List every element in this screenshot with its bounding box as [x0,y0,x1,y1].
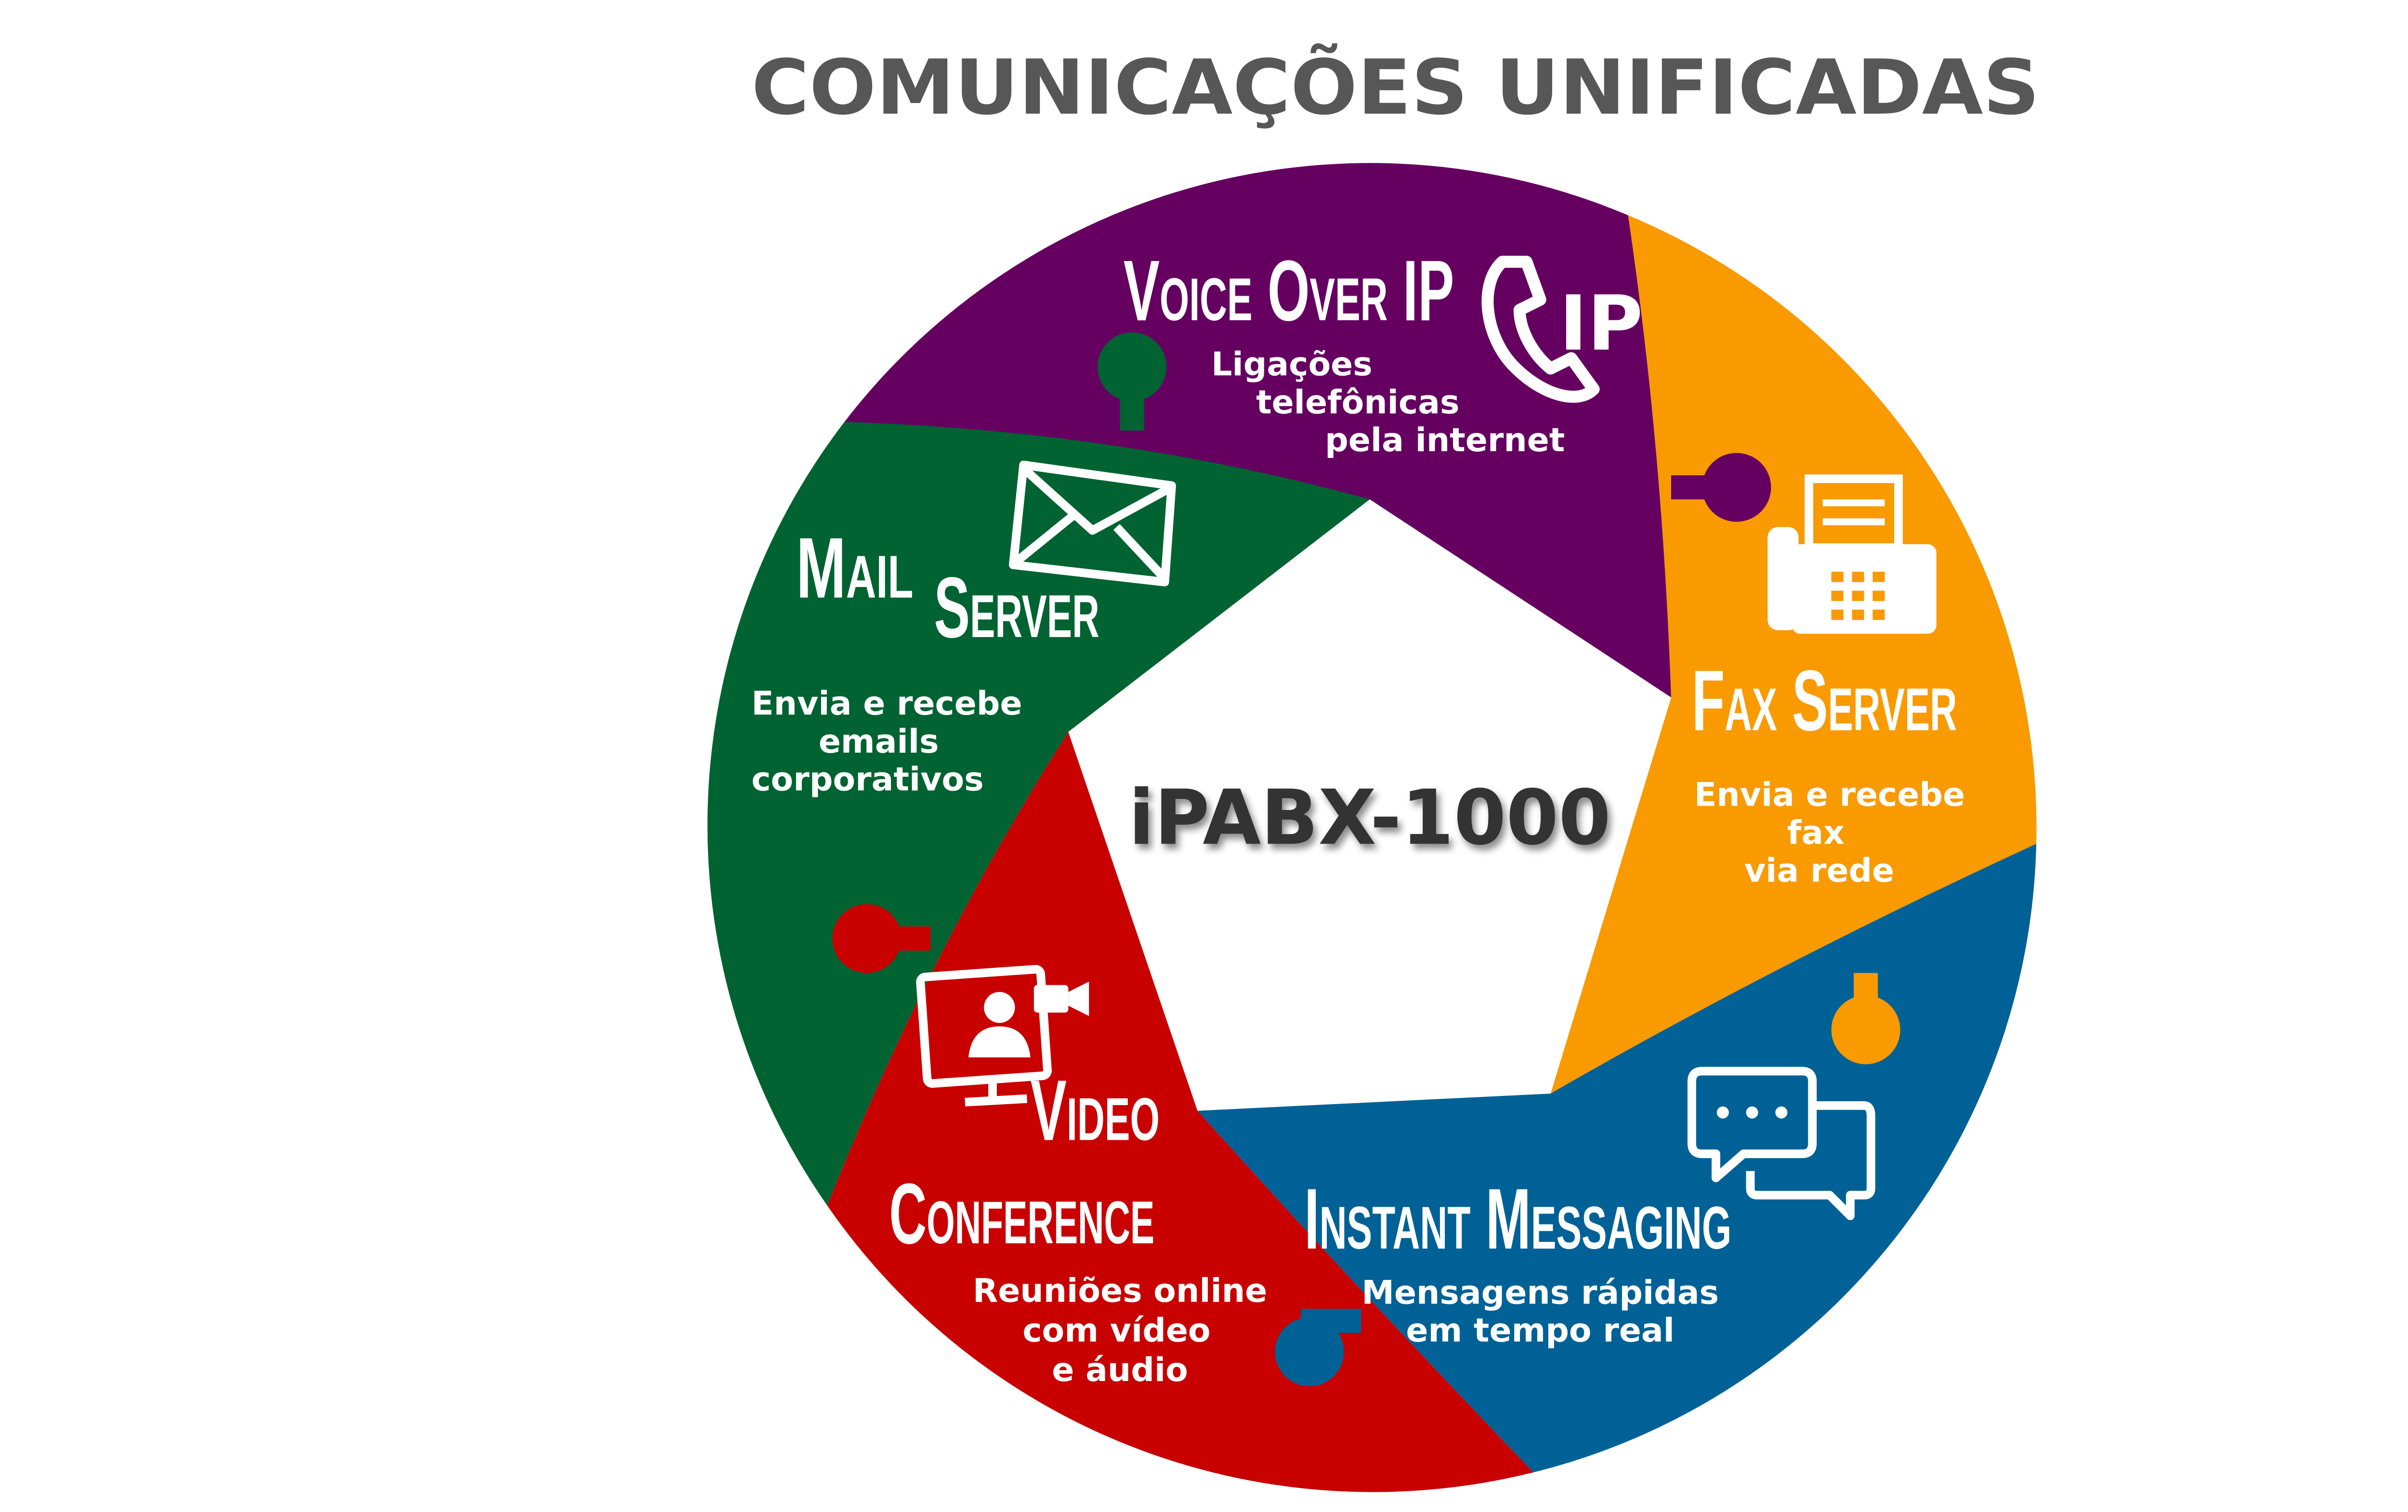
diagram-title: COMUNICAÇÕES UNIFICADAS [751,43,2040,132]
fax-desc-line-2: fax [1787,814,1845,852]
im-title: Instant Messaging [1304,1171,1731,1267]
phone-ip-icon: IP [1481,256,1643,403]
chat-bubbles-icon [1687,1067,1875,1220]
puzzle-knob-mail [1098,332,1167,431]
envelope-icon [1008,460,1176,587]
fax-desc-line-3: via rede [1744,852,1894,890]
video-desc-line-2: com vídeo [1022,1312,1210,1350]
mail-desc-line-3: corporativos [751,761,983,799]
im-desc-line-2: em tempo real [1406,1312,1675,1350]
center-pentagon [1068,499,1671,1111]
voip-desc-line-1: Ligações [1211,346,1373,384]
puzzle-knob-video [832,904,931,973]
segment-mail-server [707,422,1370,1206]
segment-video-conference [827,731,1533,1492]
center-label: iPABX-1000 [1128,774,1610,862]
ip-icon-text: IP [1559,280,1643,368]
puzzle-knob-voip [1671,453,1771,522]
fax-title: Fax Server [1692,652,1957,748]
mail-desc-line-2: emails [819,723,939,761]
segment-voice-over-ip [844,163,1671,698]
mail-title-line-1: Mail [796,520,913,616]
voip-desc-line-2: telefônicas [1256,383,1459,421]
voip-title: Voice Over IP [1124,242,1454,339]
video-desc-line-3: e áudio [1052,1351,1188,1389]
puzzle-knob-fax [1831,973,1900,1065]
fax-desc-line-1: Envia e recebe [1694,776,1965,814]
mail-desc-line-1: Envia e recebe [751,685,1022,723]
video-call-icon [916,965,1089,1107]
voip-desc-line-3: pela internet [1325,421,1565,459]
im-desc-line-1: Mensagens rápidas [1361,1274,1719,1312]
video-title-line-2: Conference [889,1165,1154,1262]
segment-instant-messaging [1197,844,2037,1473]
fax-icon [1767,474,1937,634]
video-desc-line-1: Reuniões online [973,1272,1267,1310]
puzzle-knob-im [1275,1308,1361,1386]
video-title-line-1: Video [1031,1062,1160,1159]
segment-fax-server [1550,215,2037,1094]
mail-title-line-2: Server [934,559,1099,655]
